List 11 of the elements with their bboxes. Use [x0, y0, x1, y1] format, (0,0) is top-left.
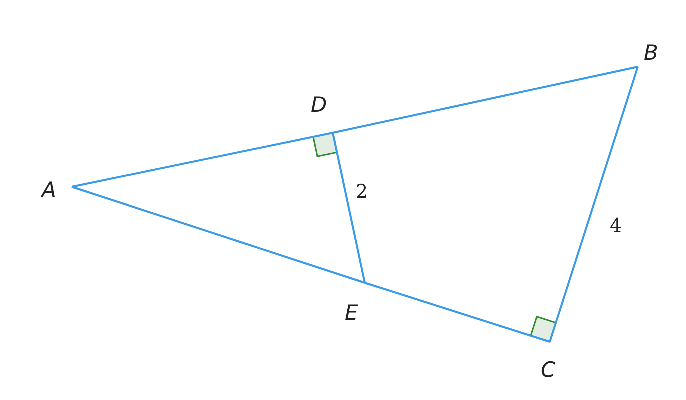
point-label: D	[311, 95, 328, 116]
line-segment	[364, 282, 550, 343]
line-segment	[549, 66, 639, 342]
point-label: C	[541, 360, 556, 381]
line-segment	[332, 66, 638, 134]
point-label: A	[42, 180, 56, 201]
line-segment	[72, 186, 366, 284]
point-label: B	[644, 43, 658, 64]
line-segment	[72, 132, 334, 188]
line-segment	[332, 132, 366, 284]
point-label: E	[345, 303, 358, 324]
